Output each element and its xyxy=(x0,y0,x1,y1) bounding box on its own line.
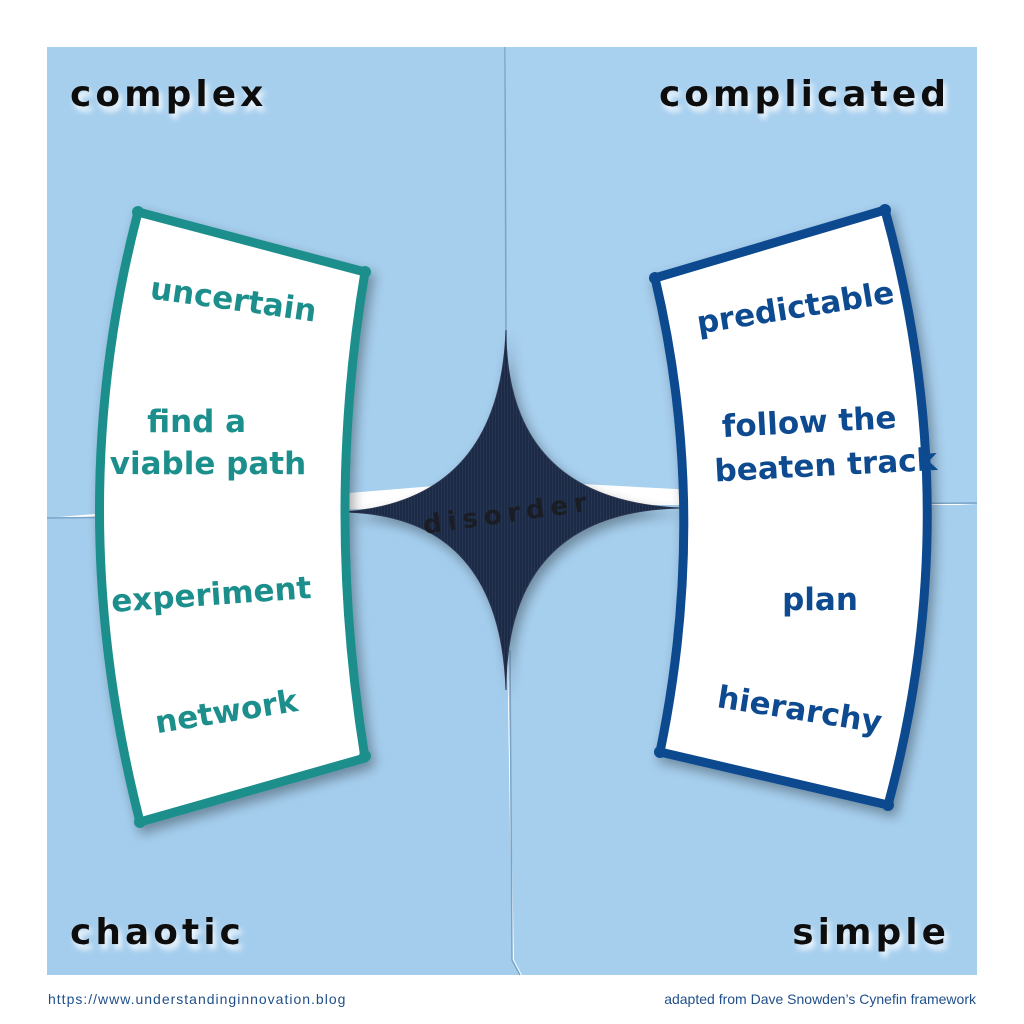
right-panel-corner-dot xyxy=(882,799,894,811)
right-panel-shape xyxy=(650,205,932,810)
quadrant-label-chaotic: chaotic xyxy=(70,912,245,953)
disorder-area xyxy=(344,329,681,691)
quadrant-label-complicated: complicated xyxy=(659,74,950,115)
left-panel-corner-dot xyxy=(134,816,146,828)
right-panel-corner-dot xyxy=(654,746,666,758)
quadrant-label-complex: complex xyxy=(70,74,267,115)
quadrant-label-simple: simple xyxy=(792,912,950,953)
footer-attribution: adapted from Dave Snowden’s Cynefin fram… xyxy=(664,991,976,1007)
right-panel-corner-dot xyxy=(649,272,661,284)
right-word-plan: plan xyxy=(782,582,858,618)
left-panel-corner-dot xyxy=(359,266,371,278)
right-panel-corner-dot xyxy=(879,204,891,216)
right-panel xyxy=(649,204,932,811)
tile-crack-vertical xyxy=(504,46,521,976)
left-panel xyxy=(95,206,371,828)
quadrant-labels: complex complicated chaotic simple xyxy=(70,74,950,953)
disorder-star xyxy=(344,329,681,691)
left-panel-corner-dot xyxy=(359,750,371,762)
left-panel-corner-dot xyxy=(132,206,144,218)
footer-source-link[interactable]: https://www.understandinginnovation.blog xyxy=(48,991,347,1007)
left-word-find-a-viable-path: find a viable path xyxy=(110,404,306,482)
